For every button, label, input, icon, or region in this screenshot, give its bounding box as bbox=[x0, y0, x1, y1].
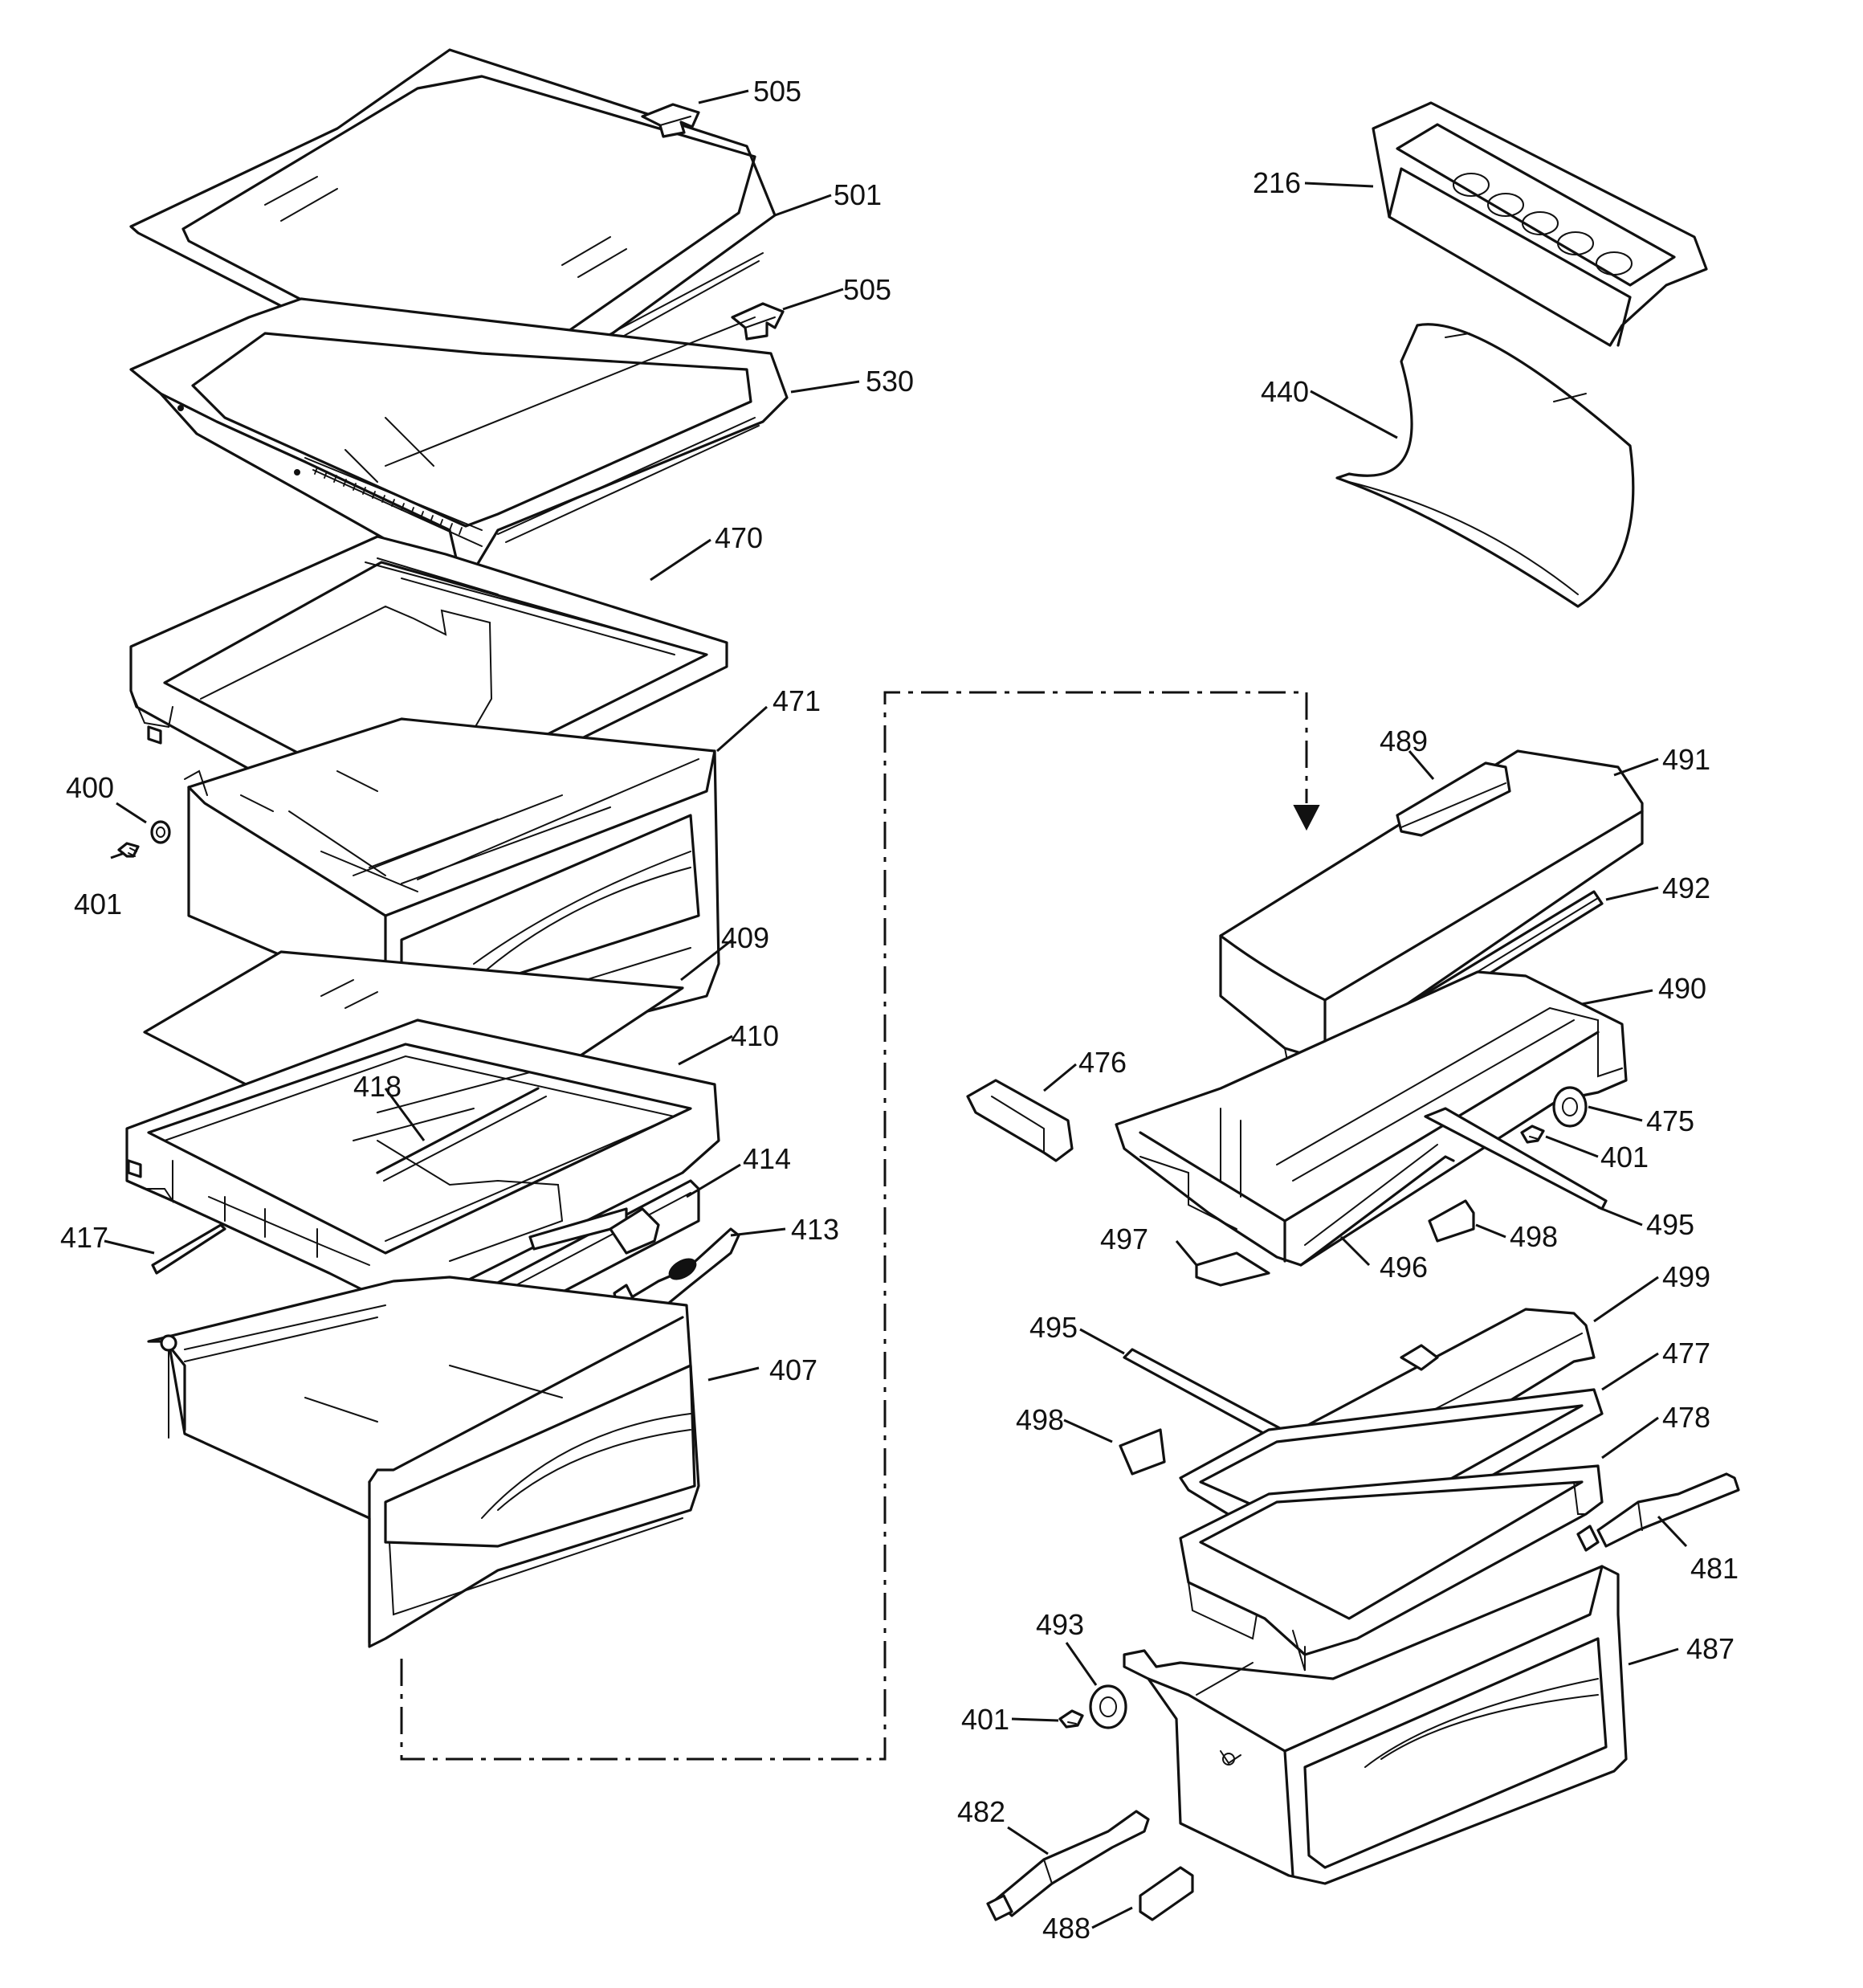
part-418-gasket bbox=[376, 1087, 547, 1182]
part-487-lower-drawer bbox=[1123, 1565, 1628, 1885]
label-488: 488 bbox=[1042, 1912, 1090, 1945]
label-487: 487 bbox=[1686, 1632, 1735, 1665]
label-493: 493 bbox=[1036, 1608, 1084, 1641]
part-489-button bbox=[1396, 761, 1511, 837]
part-400-bushing bbox=[150, 820, 171, 844]
callout-labels: 505 501 505 530 470 471 400 401 409 410 … bbox=[60, 75, 1739, 1945]
label-410: 410 bbox=[731, 1019, 779, 1052]
label-401: 401 bbox=[961, 1703, 1009, 1736]
part-493-bushing bbox=[1089, 1684, 1127, 1729]
part-476-cap bbox=[966, 1079, 1074, 1162]
label-498: 498 bbox=[1510, 1220, 1558, 1253]
part-407-lower-drawer bbox=[147, 1276, 700, 1648]
part-501-shelf-frame bbox=[129, 48, 777, 435]
part-530-shelf-frame bbox=[129, 297, 789, 584]
part-505-clip-top bbox=[641, 103, 700, 138]
part-216-bin bbox=[1372, 101, 1708, 347]
part-496-base-rail bbox=[1299, 1144, 1455, 1267]
label-414: 414 bbox=[743, 1142, 791, 1175]
label-505: 505 bbox=[753, 75, 801, 108]
label-498: 498 bbox=[1016, 1403, 1064, 1436]
label-471: 471 bbox=[773, 684, 821, 717]
label-401: 401 bbox=[1600, 1141, 1649, 1174]
label-401: 401 bbox=[74, 888, 122, 921]
label-489: 489 bbox=[1380, 725, 1428, 757]
label-530: 530 bbox=[866, 365, 914, 398]
label-495: 495 bbox=[1646, 1208, 1694, 1241]
label-417: 417 bbox=[60, 1221, 108, 1254]
label-400: 400 bbox=[66, 771, 114, 804]
label-490: 490 bbox=[1658, 972, 1706, 1005]
label-476: 476 bbox=[1078, 1046, 1127, 1079]
label-499: 499 bbox=[1662, 1260, 1710, 1293]
callout-leaders bbox=[104, 89, 1688, 1929]
part-497-bracket bbox=[1195, 1251, 1270, 1287]
assembly-arrow-icon bbox=[1293, 805, 1320, 831]
part-498-clip-lower bbox=[1119, 1428, 1166, 1476]
part-505-clip-lower bbox=[731, 302, 785, 341]
label-407: 407 bbox=[769, 1353, 817, 1386]
assembly-dashdot-path bbox=[400, 691, 1308, 1761]
label-470: 470 bbox=[715, 521, 763, 554]
label-501: 501 bbox=[834, 178, 882, 211]
part-481-handle bbox=[1576, 1472, 1740, 1552]
part-478-crisper-pan bbox=[1179, 1464, 1604, 1672]
label-482: 482 bbox=[957, 1795, 1005, 1828]
label-216: 216 bbox=[1253, 166, 1301, 199]
part-488-pin bbox=[1139, 1866, 1194, 1921]
label-497: 497 bbox=[1100, 1223, 1148, 1255]
label-477: 477 bbox=[1662, 1337, 1710, 1370]
part-498-clip-upper bbox=[1428, 1199, 1475, 1243]
label-496: 496 bbox=[1380, 1251, 1428, 1284]
label-492: 492 bbox=[1662, 872, 1710, 904]
part-401-screw-lower bbox=[1058, 1709, 1084, 1729]
label-413: 413 bbox=[791, 1213, 839, 1246]
label-440: 440 bbox=[1261, 375, 1309, 408]
label-478: 478 bbox=[1662, 1401, 1710, 1434]
label-481: 481 bbox=[1690, 1552, 1739, 1585]
label-495: 495 bbox=[1029, 1311, 1078, 1344]
part-482-handle bbox=[986, 1810, 1150, 1921]
label-505: 505 bbox=[843, 273, 891, 306]
label-491: 491 bbox=[1662, 743, 1710, 776]
part-491-cover bbox=[1219, 749, 1644, 1073]
part-495-rail-upper bbox=[1424, 1107, 1608, 1210]
part-475-bushing bbox=[1552, 1086, 1588, 1128]
part-417-rod bbox=[151, 1223, 226, 1275]
part-401-screw-mid bbox=[1520, 1125, 1545, 1144]
label-409: 409 bbox=[721, 921, 769, 954]
part-440-shield bbox=[1335, 323, 1635, 608]
part-490-housing bbox=[1115, 970, 1628, 1267]
label-418: 418 bbox=[353, 1070, 402, 1103]
label-475: 475 bbox=[1646, 1104, 1694, 1137]
